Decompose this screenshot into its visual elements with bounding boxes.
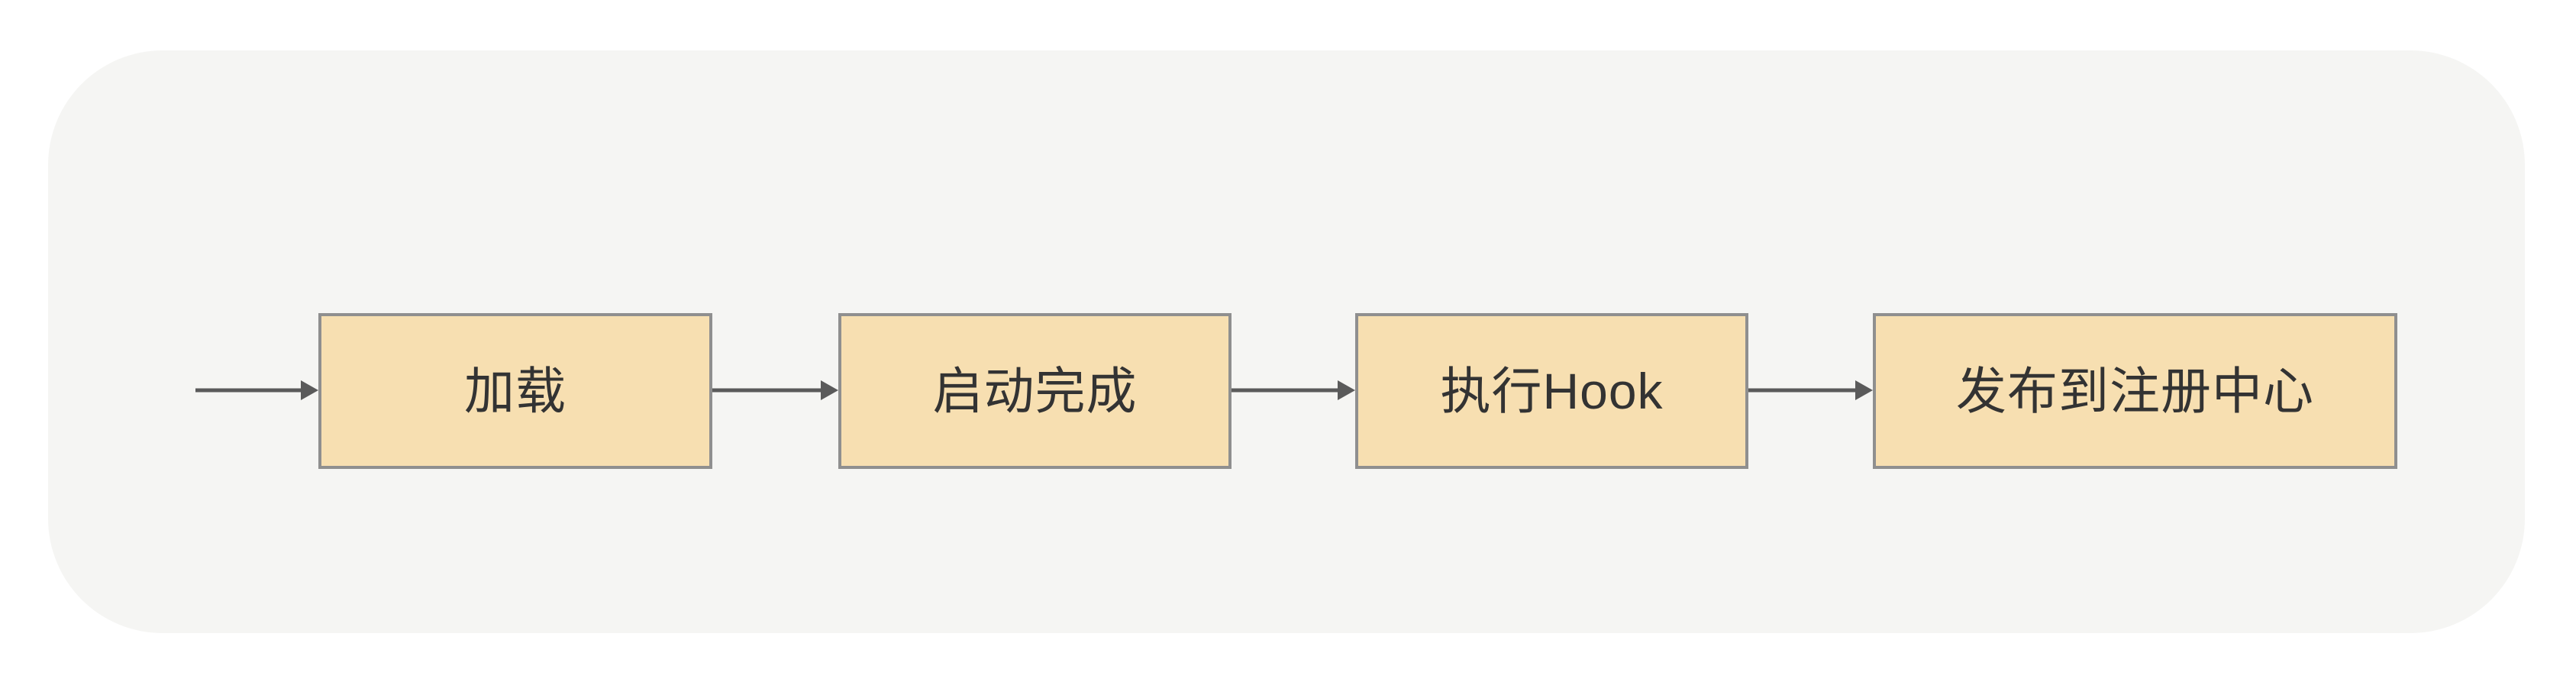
start-arrow-icon — [195, 380, 318, 400]
flow-node-publish-registry: 发布到注册中心 — [1873, 313, 2397, 469]
flow-node-startup-complete-label: 启动完成 — [932, 363, 1138, 419]
connector-arrow-icon — [1232, 380, 1355, 400]
flow-node-load: 加载 — [318, 313, 712, 469]
flow-node-load-label: 加载 — [464, 363, 567, 419]
connector-arrow-icon — [712, 380, 838, 400]
flow-node-startup-complete: 启动完成 — [838, 313, 1232, 469]
connector-arrow-icon — [1748, 380, 1873, 400]
flow-node-publish-registry-label: 发布到注册中心 — [1956, 363, 2314, 419]
flow-node-execute-hook-label: 执行Hook — [1440, 363, 1664, 419]
flow-node-execute-hook: 执行Hook — [1355, 313, 1748, 469]
diagram-card: 加载 启动完成 执行Hook 发布到注册中心 — [48, 50, 2525, 633]
